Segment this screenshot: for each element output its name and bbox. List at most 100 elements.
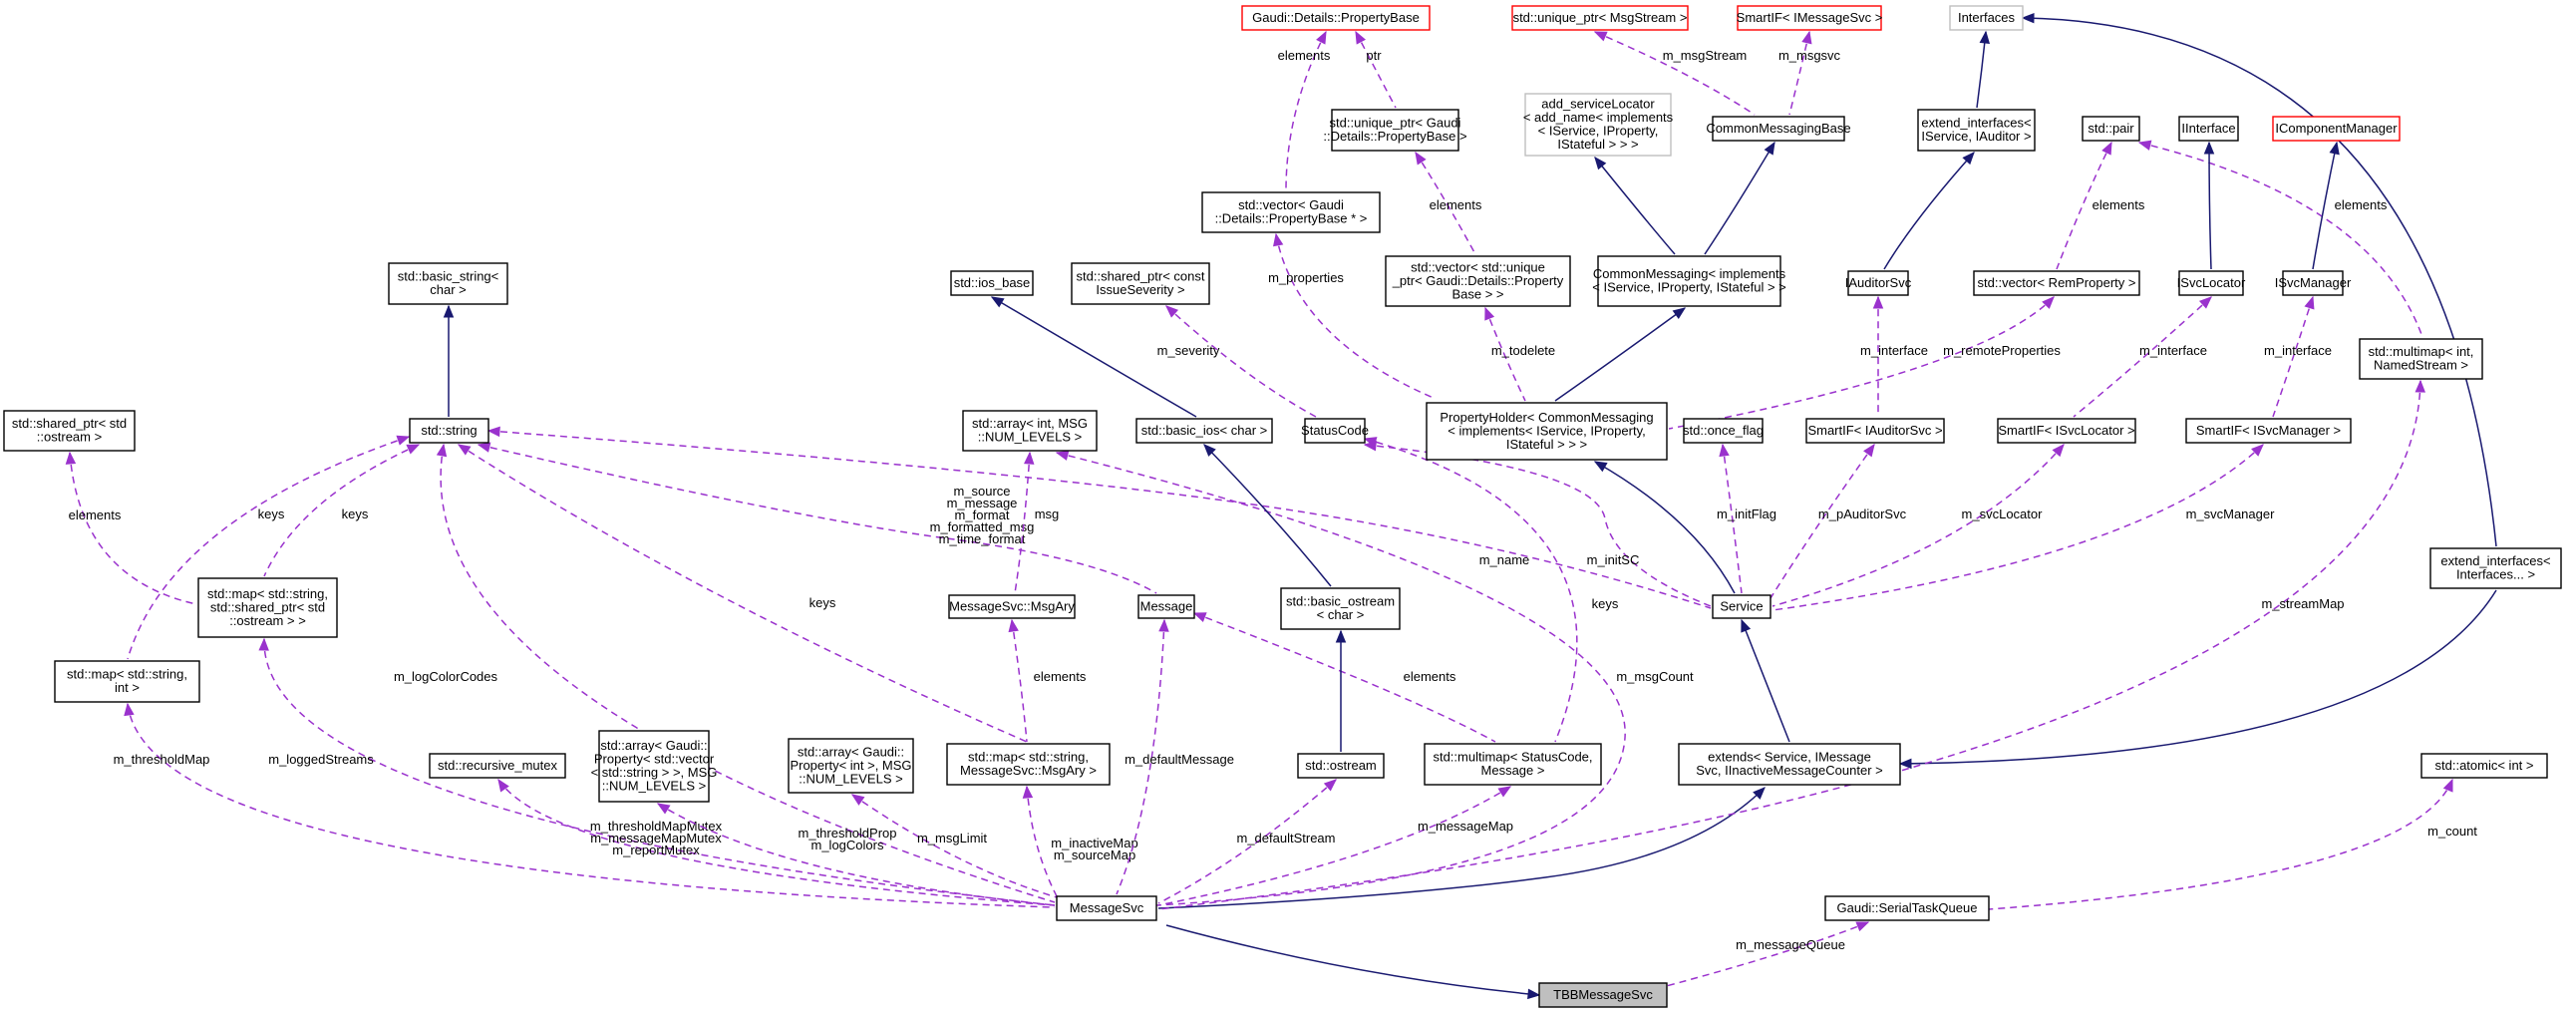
node-status-code[interactable]: StatusCode — [1301, 418, 1369, 444]
node-unique-ptr-pb[interactable]: std::unique_ptr< Gaudi::Details::Propert… — [1323, 109, 1467, 152]
node-smart-if-isvc-manager[interactable]: SmartIF< ISvcManager > — [2185, 418, 2352, 444]
node-box[interactable] — [1847, 270, 1909, 296]
node-array-int-msg[interactable]: std::array< int, MSG::NUM_LEVELS > — [962, 410, 1098, 452]
node-std-pair[interactable]: std::pair — [2082, 116, 2140, 142]
node-ios-base[interactable]: std::ios_base — [950, 270, 1034, 296]
node-msg-ary[interactable]: MessageSvc::MsgAry — [948, 594, 1076, 619]
node-map-string-shared-ostream[interactable]: std::map< std::string,std::shared_ptr< s… — [197, 577, 338, 638]
node-unique-ptr-msg-stream[interactable]: std::unique_ptr< MsgStream > — [1511, 5, 1689, 31]
node-box[interactable] — [1997, 418, 2136, 444]
node-smart-if-iauditor-svc[interactable]: SmartIF< IAuditorSvc > — [1805, 418, 1945, 444]
node-box[interactable] — [1824, 895, 1990, 921]
node-array-prop-int[interactable]: std::array< Gaudi::Property< int >, MSG:… — [788, 738, 914, 794]
node-box[interactable] — [1304, 418, 1366, 444]
node-box[interactable] — [1201, 191, 1381, 233]
node-extends[interactable]: extends< Service, IMessageSvc, IInactive… — [1678, 743, 1901, 786]
node-property-holder[interactable]: PropertyHolder< CommonMessaging< impleme… — [1426, 402, 1668, 461]
node-std-string[interactable]: std::string — [409, 418, 489, 444]
node-box[interactable] — [409, 418, 489, 444]
node-basic-ostream[interactable]: std::basic_ostream< char > — [1280, 587, 1401, 630]
node-box[interactable] — [2282, 270, 2344, 296]
node-box[interactable] — [1056, 895, 1157, 921]
node-box[interactable] — [946, 743, 1111, 786]
node-box[interactable] — [1917, 109, 2036, 152]
node-common-messaging-base[interactable]: CommonMessagingBase — [1706, 116, 1851, 142]
node-serial-task-queue[interactable]: Gaudi::SerialTaskQueue — [1824, 895, 1990, 921]
node-box[interactable] — [2185, 418, 2352, 444]
node-property-base[interactable]: Gaudi::Details::PropertyBase — [1241, 5, 1431, 31]
node-multimap-int-named-stream[interactable]: std::multimap< int,NamedStream > — [2359, 338, 2483, 380]
node-isvc-locator[interactable]: ISvcLocator — [2177, 270, 2246, 296]
node-box[interactable] — [1805, 418, 1945, 444]
node-box[interactable] — [1973, 270, 2140, 296]
node-box[interactable] — [2420, 753, 2548, 779]
node-box[interactable] — [1426, 402, 1668, 461]
node-box[interactable] — [1597, 255, 1781, 307]
node-box[interactable] — [388, 262, 508, 305]
node-box[interactable] — [1135, 418, 1273, 444]
node-box[interactable] — [197, 577, 338, 638]
node-message-svc[interactable]: MessageSvc — [1056, 895, 1157, 921]
node-box[interactable] — [1737, 5, 1882, 31]
node-box[interactable] — [2272, 116, 2401, 142]
node-atomic-int[interactable]: std::atomic< int > — [2420, 753, 2548, 779]
node-box[interactable] — [1678, 743, 1901, 786]
node-box[interactable] — [1683, 418, 1764, 444]
node-box[interactable] — [950, 270, 1034, 296]
node-add-service-locator[interactable]: add_serviceLocator< add_name< implements… — [1523, 93, 1674, 157]
node-std-ostream[interactable]: std::ostream — [1297, 753, 1385, 779]
node-box[interactable] — [1280, 587, 1401, 630]
node-smart-if-isvc-locator[interactable]: SmartIF< ISvcLocator > — [1997, 418, 2136, 444]
node-box[interactable] — [2082, 116, 2140, 142]
node-box[interactable] — [1297, 753, 1385, 779]
node-basic-string[interactable]: std::basic_string<char > — [388, 262, 508, 305]
node-box[interactable] — [1071, 262, 1210, 305]
node-array-prop-vecstr[interactable]: std::array< Gaudi::Property< std::vector… — [591, 730, 718, 803]
node-map-string-int[interactable]: std::map< std::string,int > — [54, 660, 200, 703]
node-vector-uptr-pb[interactable]: std::vector< std::unique_ptr< Gaudi::Det… — [1385, 255, 1571, 307]
node-box[interactable] — [1331, 109, 1459, 152]
node-box[interactable] — [3, 410, 136, 452]
node-box[interactable] — [2178, 270, 2244, 296]
node-once-flag[interactable]: std::once_flag — [1683, 418, 1764, 444]
node-box[interactable] — [962, 410, 1098, 452]
node-box[interactable] — [2429, 547, 2562, 589]
node-box[interactable] — [1511, 5, 1689, 31]
node-box[interactable] — [1524, 93, 1672, 157]
node-box[interactable] — [1385, 255, 1571, 307]
node-box[interactable] — [1538, 982, 1668, 1008]
node-box[interactable] — [1712, 116, 1845, 142]
node-box[interactable] — [948, 594, 1076, 619]
node-box[interactable] — [429, 753, 566, 779]
node-vector-pb-ptr[interactable]: std::vector< Gaudi::Details::PropertyBas… — [1201, 191, 1381, 233]
node-extend-interfaces-iservice[interactable]: extend_interfaces<IService, IAuditor > — [1917, 109, 2036, 152]
node-box[interactable] — [2359, 338, 2483, 380]
node-box[interactable] — [598, 730, 710, 803]
node-box[interactable] — [2178, 116, 2239, 142]
node-isvc-manager[interactable]: ISvcManager — [2275, 270, 2352, 296]
node-multimap-status-code-message[interactable]: std::multimap< StatusCode,Message > — [1424, 743, 1602, 786]
node-tbbmessage-svc[interactable]: TBBMessageSvc — [1538, 982, 1668, 1008]
node-iinterface[interactable]: IInterface — [2178, 116, 2239, 142]
node-common-messaging[interactable]: CommonMessaging< implements< IService, I… — [1592, 255, 1786, 307]
node-box[interactable] — [1424, 743, 1602, 786]
node-iauditor-svc[interactable]: IAuditorSvc — [1845, 270, 1912, 296]
node-icomponent-manager[interactable]: IComponentManager — [2272, 116, 2401, 142]
node-box[interactable] — [54, 660, 200, 703]
node-box[interactable] — [1712, 594, 1771, 619]
node-box[interactable] — [1137, 594, 1195, 619]
node-basic-ios[interactable]: std::basic_ios< char > — [1135, 418, 1273, 444]
node-extend-interfaces-dots[interactable]: extend_interfaces<Interfaces... > — [2429, 547, 2562, 589]
node-box[interactable] — [788, 738, 914, 794]
node-vector-rem-property[interactable]: std::vector< RemProperty > — [1973, 270, 2140, 296]
node-box[interactable] — [1949, 5, 2024, 31]
node-recursive-mutex[interactable]: std::recursive_mutex — [429, 753, 566, 779]
node-interfaces[interactable]: Interfaces — [1949, 5, 2024, 31]
node-smart-if-imessage-svc[interactable]: SmartIF< IMessageSvc > — [1737, 5, 1883, 31]
node-box[interactable] — [1241, 5, 1431, 31]
node-shared-ptr-ostream[interactable]: std::shared_ptr< std::ostream > — [3, 410, 136, 452]
node-map-string-msg-ary[interactable]: std::map< std::string,MessageSvc::MsgAry… — [946, 743, 1111, 786]
node-message[interactable]: Message — [1137, 594, 1195, 619]
node-service[interactable]: Service — [1712, 594, 1771, 619]
